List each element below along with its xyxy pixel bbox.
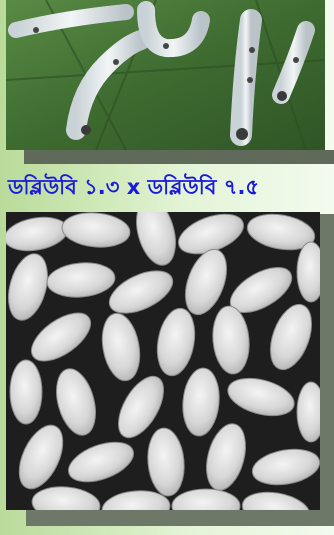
silkworm-cocoons-image [6, 212, 320, 510]
silkworm-larvae-photo [6, 0, 325, 150]
silkworm-cocoons-photo [6, 212, 320, 510]
caption-title: ডব্লিউবি ১.৩ x ডব্লিউবি ৭.৫ [8, 175, 260, 199]
silkworm-larvae-image [6, 0, 325, 150]
bottom-photo-shadow-right [320, 214, 334, 514]
top-photo-shadow [24, 150, 334, 164]
bottom-photo-shadow-bottom [26, 508, 334, 526]
